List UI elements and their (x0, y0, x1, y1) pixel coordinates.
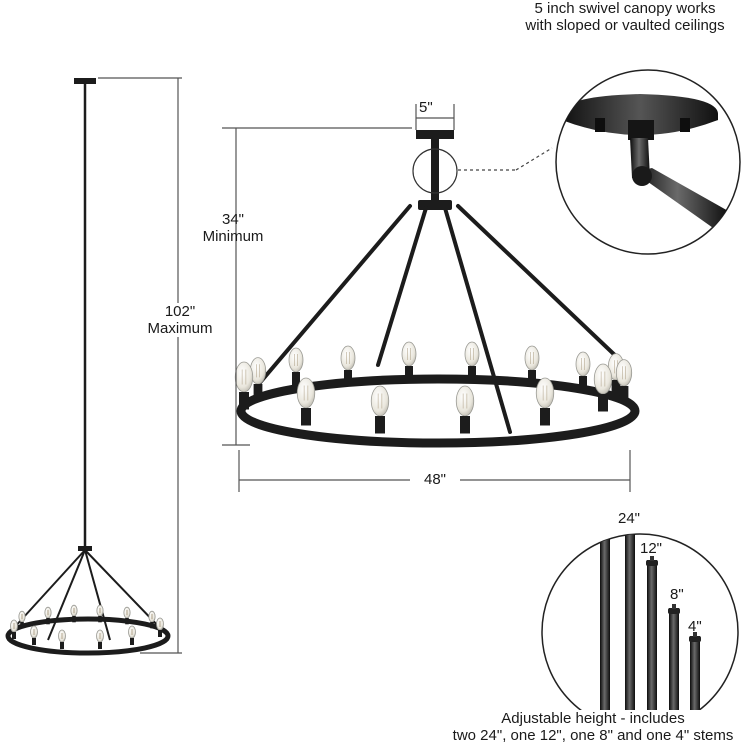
min-height-word: Minimum (202, 228, 264, 245)
small-bulbs (10, 604, 164, 649)
small-ring (5, 616, 171, 656)
canopy-width-label: 5" (419, 99, 433, 116)
stem-rod-1 (625, 534, 635, 730)
canopy (416, 130, 454, 139)
max-height-value: 102" (164, 303, 196, 320)
bulb-back-3 (464, 341, 480, 380)
stem-label-4: 4" (688, 618, 702, 635)
stem-rod-2 (646, 556, 658, 730)
bulb-back-4 (524, 345, 540, 384)
canopy-width-dimension (415, 104, 455, 130)
stem-label-8: 8" (670, 586, 684, 603)
bulb-front-1 (296, 377, 316, 426)
small-bulb-back-2 (70, 604, 78, 623)
bulb-back-1 (340, 345, 356, 384)
bulb-front-4 (535, 377, 555, 426)
stems-caption-line2: two 24", one 12", one 8" and one 4" stem… (452, 727, 734, 744)
stem-rod-0 (600, 534, 610, 730)
max-height-word: Maximum (147, 320, 213, 337)
canopy-detail-view (555, 69, 741, 255)
max-height-dimension (98, 77, 182, 654)
min-height-label: 34" Minimum (188, 211, 278, 245)
short-stem (431, 139, 439, 201)
main-bulbs (234, 341, 633, 434)
canopy-note: 5 inch swivel canopy works with sloped o… (500, 0, 750, 34)
bulb-side-2 (615, 359, 633, 402)
max-height-label: 102" Maximum (130, 303, 230, 337)
small-bulb-back-1 (44, 606, 52, 625)
small-bulb-back-3 (96, 604, 104, 623)
stem-rod-3 (668, 604, 680, 730)
canopy-note-line2: with sloped or vaulted ceilings (525, 17, 725, 34)
main-ring (236, 374, 640, 448)
small-bulb-front-5 (156, 617, 164, 637)
small-bulb-front-2 (58, 629, 66, 649)
stem-label-24: 24" (618, 510, 641, 527)
stems-detail-view (541, 533, 739, 731)
bulb-front-2 (370, 385, 390, 434)
max-height-chandelier (5, 78, 171, 656)
small-bulb-back-5 (148, 610, 156, 629)
stems-caption: Adjustable height - includes two 24", on… (440, 710, 746, 744)
small-bulb-front-4 (128, 625, 136, 645)
small-bulb-front-1 (30, 625, 38, 645)
stems-caption-line1: Adjustable height - includes (501, 710, 685, 727)
bulb-back-2 (401, 341, 417, 380)
bulb-back-0 (288, 347, 304, 386)
small-canopy (74, 78, 96, 84)
bulb-front-0 (234, 361, 254, 410)
min-height-value: 34" (221, 211, 244, 228)
small-bulb-front-0 (10, 619, 18, 639)
small-bulb-back-4 (123, 606, 131, 625)
stem-label-12: 12" (640, 540, 663, 557)
small-bulb-front-3 (96, 629, 104, 649)
diameter-label: 48" (410, 471, 460, 488)
min-height-dimension (222, 127, 412, 446)
canopy-note-line1: 5 inch swivel canopy works (534, 0, 716, 17)
small-bulb-back-0 (18, 610, 26, 629)
support-arms (256, 204, 622, 434)
bulb-front-3 (455, 385, 475, 434)
canopy-magnifier-ring (412, 148, 458, 194)
stem-rods (600, 534, 701, 730)
stem-rod-4 (689, 632, 701, 730)
bulb-back-5 (575, 351, 591, 390)
bulb-side-0 (249, 357, 267, 400)
bulb-front-5 (593, 363, 613, 412)
main-chandelier (234, 130, 640, 448)
